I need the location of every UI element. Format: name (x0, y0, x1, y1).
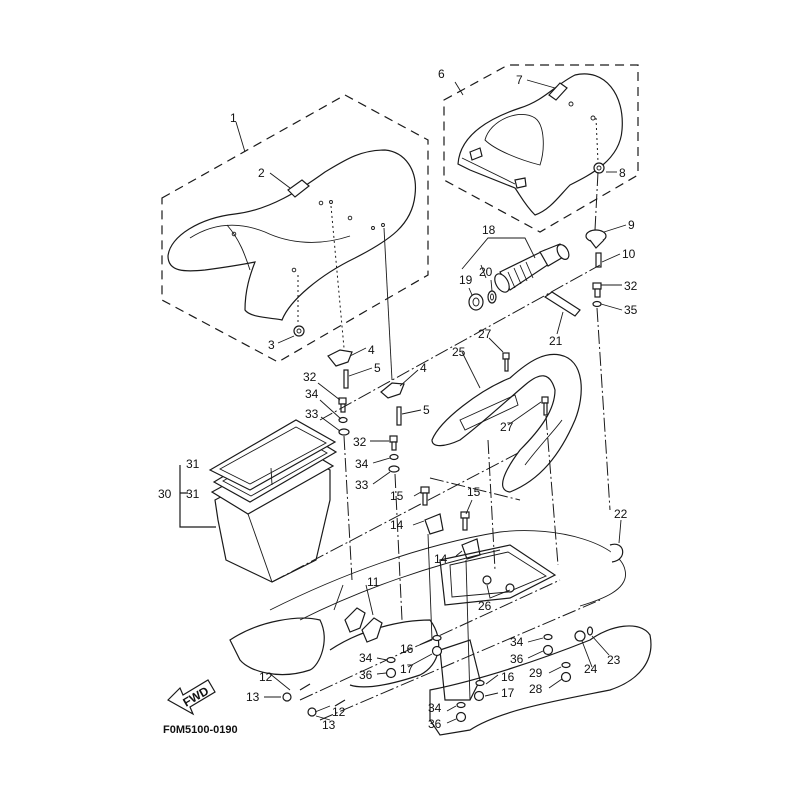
fwd-arrow-icon: FWD (167, 679, 216, 716)
grab-handle-25 (431, 352, 582, 493)
callout-1[interactable]: 1 (230, 111, 237, 125)
callout-26[interactable]: 26 (478, 599, 492, 613)
callout-36a[interactable]: 36 (359, 668, 373, 682)
callout-24[interactable]: 24 (584, 662, 598, 676)
callout-12a[interactable]: 12 (259, 670, 273, 684)
callout-14a[interactable]: 14 (390, 518, 404, 532)
callout-29[interactable]: 29 (529, 666, 543, 680)
callout-7[interactable]: 7 (516, 73, 523, 87)
callout-15b[interactable]: 15 (467, 485, 481, 499)
callout-35[interactable]: 35 (624, 303, 638, 317)
callout-labels: 1 2 3 4 4 5 5 6 7 8 9 10 11 12 12 13 13 … (158, 67, 638, 732)
callout-2[interactable]: 2 (258, 166, 265, 180)
callout-21[interactable]: 21 (549, 334, 563, 348)
callout-28[interactable]: 28 (529, 682, 543, 696)
callout-34d[interactable]: 34 (428, 701, 442, 715)
callout-19[interactable]: 19 (459, 273, 473, 287)
callout-23[interactable]: 23 (607, 653, 621, 667)
callout-9[interactable]: 9 (628, 218, 635, 232)
nut-8 (593, 162, 605, 174)
callout-8[interactable]: 8 (619, 166, 626, 180)
leader-lines (235, 79, 627, 724)
callout-20[interactable]: 20 (479, 265, 493, 279)
callout-14b[interactable]: 14 (434, 552, 448, 566)
callout-12b[interactable]: 12 (332, 705, 346, 719)
callout-22[interactable]: 22 (614, 507, 628, 521)
rear-seat (457, 73, 623, 216)
callout-34b[interactable]: 34 (355, 457, 369, 471)
callout-27a[interactable]: 27 (478, 327, 492, 341)
callout-33a[interactable]: 33 (305, 407, 319, 421)
callout-3[interactable]: 3 (268, 338, 275, 352)
callout-15a[interactable]: 15 (390, 489, 404, 503)
callout-31a[interactable]: 31 (186, 457, 200, 471)
storage-box (208, 419, 338, 583)
callout-13b[interactable]: 13 (322, 718, 336, 732)
callout-17b[interactable]: 17 (501, 686, 515, 700)
callout-6[interactable]: 6 (438, 67, 445, 81)
callout-32a[interactable]: 32 (303, 370, 317, 384)
callout-32c[interactable]: 32 (624, 279, 638, 293)
callout-16a[interactable]: 16 (400, 642, 414, 656)
bracket-9 (585, 229, 607, 308)
callout-34e[interactable]: 34 (510, 635, 524, 649)
callout-11[interactable]: 11 (367, 575, 380, 589)
callout-27b[interactable]: 27 (500, 420, 514, 434)
callout-30[interactable]: 30 (158, 487, 172, 501)
front-seat (167, 149, 417, 321)
callout-32b[interactable]: 32 (353, 435, 367, 449)
callout-10[interactable]: 10 (622, 247, 636, 261)
callout-34c[interactable]: 34 (359, 651, 373, 665)
hose-assembly (468, 243, 570, 311)
hull-deck (229, 530, 652, 736)
callout-25[interactable]: 25 (452, 345, 466, 359)
callout-17a[interactable]: 17 (400, 662, 414, 676)
callout-33b[interactable]: 33 (355, 478, 369, 492)
front-seat-group (161, 94, 429, 363)
callout-36b[interactable]: 36 (428, 717, 442, 731)
callout-16b[interactable]: 16 (501, 670, 515, 684)
callout-34a[interactable]: 34 (305, 387, 319, 401)
hardware-nuts-washers (385, 543, 624, 723)
callout-4a[interactable]: 4 (368, 343, 375, 357)
callout-31b[interactable]: 31 (186, 487, 200, 501)
callout-4b[interactable]: 4 (420, 361, 427, 375)
rear-seat-group (443, 64, 639, 233)
front-seat-hardware (327, 349, 405, 473)
callout-5a[interactable]: 5 (374, 361, 381, 375)
callout-13a[interactable]: 13 (246, 690, 260, 704)
seat-locks-11 (282, 607, 383, 717)
callout-5b[interactable]: 5 (423, 403, 430, 417)
callout-18[interactable]: 18 (482, 223, 496, 237)
nut-3 (293, 325, 305, 337)
clamp-plate-21 (543, 291, 581, 317)
callout-36c[interactable]: 36 (510, 652, 524, 666)
figure-code: F0M5100-0190 (163, 724, 238, 736)
